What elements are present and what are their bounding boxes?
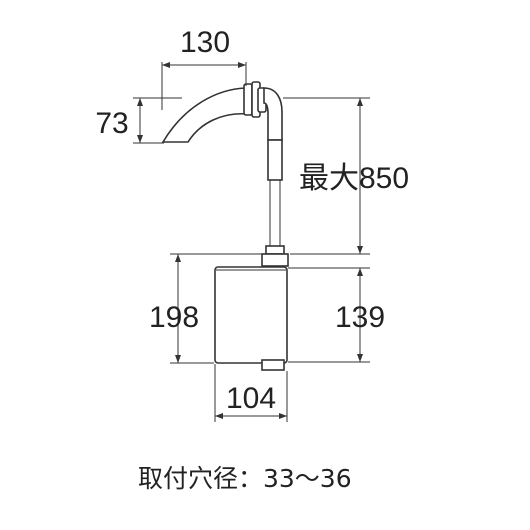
label-130: 130 bbox=[180, 26, 230, 59]
label-max-850: 最大850 bbox=[299, 162, 409, 195]
label-104: 104 bbox=[226, 382, 276, 415]
dimension-130 bbox=[161, 62, 247, 110]
label-139: 139 bbox=[335, 301, 385, 334]
dimension-max-850 bbox=[283, 97, 370, 255]
label-73: 73 bbox=[95, 107, 128, 140]
label-198: 198 bbox=[149, 301, 199, 334]
hose-drawing bbox=[261, 139, 289, 267]
dimension-139 bbox=[288, 267, 370, 363]
dimension-198 bbox=[170, 253, 262, 364]
control-box-drawing bbox=[214, 266, 288, 371]
dimension-73 bbox=[133, 97, 182, 144]
mounting-hole-caption: 取付穴径：33～36 bbox=[138, 464, 352, 493]
spout-drawing bbox=[161, 81, 283, 143]
dimension-104 bbox=[214, 364, 288, 422]
